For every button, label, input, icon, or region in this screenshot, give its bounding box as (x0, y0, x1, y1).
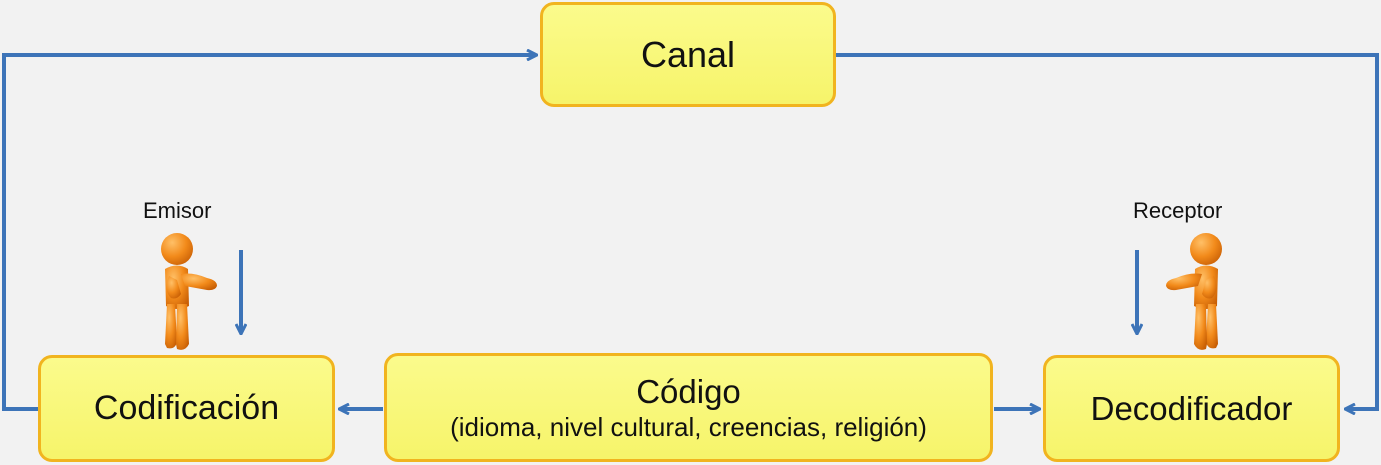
actor-emisor-label: Emisor (143, 198, 212, 223)
emisor-person-icon (155, 232, 225, 361)
node-codigo-label: Código (636, 372, 741, 410)
node-canal-label: Canal (640, 33, 736, 75)
node-canal: Canal (540, 2, 836, 107)
node-codigo: Código (idioma, nivel cultural, creencia… (384, 353, 993, 462)
node-decodificador: Decodificador (1043, 355, 1340, 462)
edge-canal-to-decodificador (836, 53, 1379, 409)
node-decodificador-label: Decodificador (1090, 389, 1293, 427)
receptor-person-icon (1158, 232, 1228, 361)
edge-codificacion-to-canal (2, 55, 536, 411)
node-codificacion: Codificación (38, 355, 335, 462)
node-codigo-sublabel: (idioma, nivel cultural, creencias, reli… (450, 411, 927, 442)
actor-receptor-label: Receptor (1133, 198, 1223, 223)
node-codificacion-label: Codificación (93, 389, 280, 427)
